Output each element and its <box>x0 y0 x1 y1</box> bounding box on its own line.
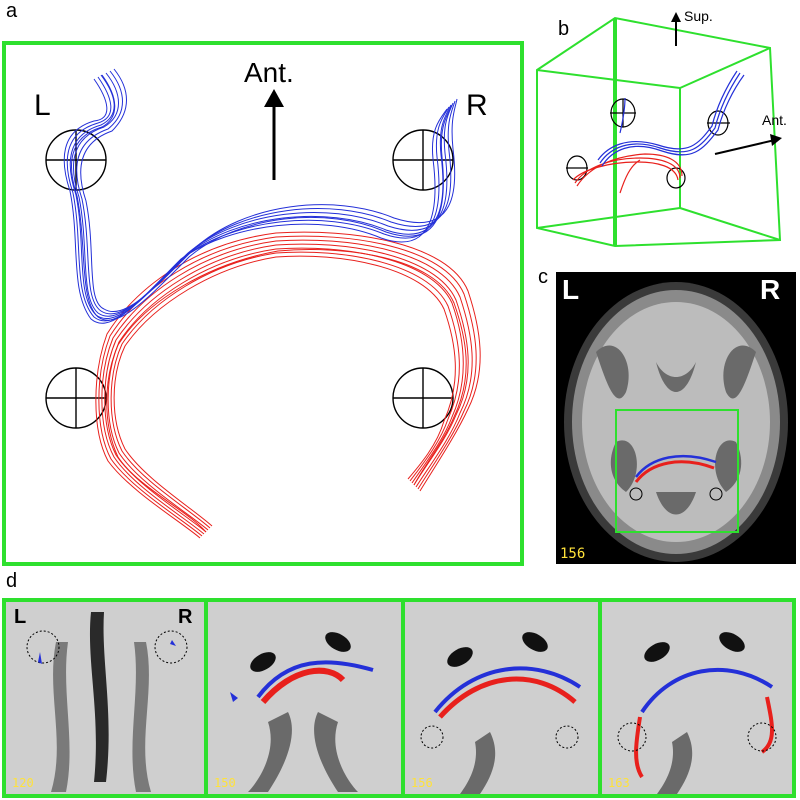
tract-plot-a <box>45 68 481 539</box>
zoom-region-box <box>615 409 739 533</box>
blue-tract-3d <box>597 70 745 167</box>
panel-label-d: d <box>6 570 18 592</box>
slice-panel: 150 <box>204 602 405 794</box>
slice-number: 150 <box>214 776 236 790</box>
superior-arrow-icon <box>671 12 681 46</box>
roi-circle-right-posterior <box>392 367 454 429</box>
panel-b-superior-label: Sup. <box>684 8 713 24</box>
axial-slice-image <box>564 282 788 562</box>
slice-number: 163 <box>608 776 630 790</box>
panel-a-anterior-label: Ant. <box>244 57 294 88</box>
slice-number: 156 <box>411 776 433 790</box>
slice-panel: 163 <box>598 602 796 794</box>
slice-panel: 156 <box>401 602 602 794</box>
cube-3d-plot <box>536 12 782 248</box>
panel-a-right-label: R <box>466 89 488 122</box>
anterior-arrow-icon <box>264 89 284 180</box>
panel-d-left-label: L <box>14 606 27 628</box>
blue-tract-bundle <box>63 68 458 324</box>
bounding-cube <box>536 16 782 248</box>
panel-d-slice-strip: L R 120 150 156 <box>2 598 796 798</box>
panel-b-anterior-label: Ant. <box>762 112 787 128</box>
panel-label-a: a <box>6 0 18 22</box>
panel-label-b: b <box>558 18 570 40</box>
red-tract-bundle <box>95 231 481 539</box>
panel-c-slice-number: 156 <box>560 546 586 562</box>
panel-d-right-label: R <box>178 606 193 628</box>
panel-label-c: c <box>538 266 548 288</box>
roi-circle-right-anterior <box>392 129 454 191</box>
roi-circles-3d <box>566 98 730 189</box>
panel-b-3d-view: Sup. Ant. <box>530 8 798 254</box>
panel-a-left-label: L <box>34 89 51 122</box>
anterior-arrow-b-icon <box>714 134 782 155</box>
slice-panel: L R 120 <box>6 602 204 794</box>
red-tract-3d <box>572 153 683 194</box>
panel-c-left-label: L <box>562 274 580 305</box>
slice-number: 120 <box>12 776 34 790</box>
panel-a-tractography: L R Ant. <box>2 41 524 566</box>
panel-c-axial-mri: L R 156 <box>556 272 796 564</box>
panel-c-right-label: R <box>760 274 781 305</box>
